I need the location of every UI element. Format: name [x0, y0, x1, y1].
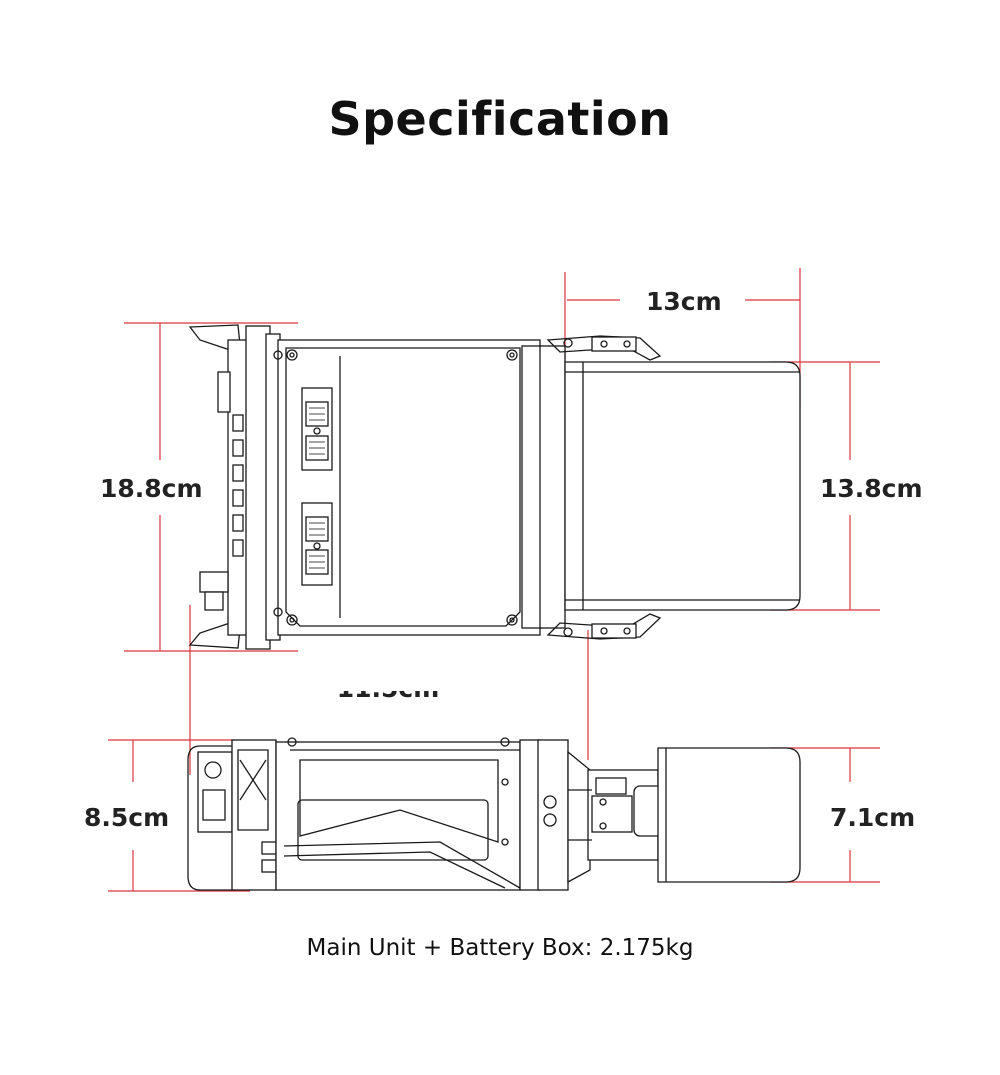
page-title: Specification [328, 92, 672, 146]
top-view [188, 324, 801, 650]
dimension-depth-main: 8.5cm [84, 803, 170, 832]
dimension-height-battery: 13.8cm [820, 474, 923, 503]
dimension-width-top: 13cm [646, 287, 722, 316]
weight-caption: Main Unit + Battery Box: 2.175kg [306, 935, 694, 961]
dimension-height-main: 18.8cm [100, 474, 203, 503]
hidden-dimension-label: 11.5cm [320, 673, 460, 703]
side-view [187, 737, 801, 891]
dimension-depth-battery: 7.1cm [830, 803, 916, 832]
